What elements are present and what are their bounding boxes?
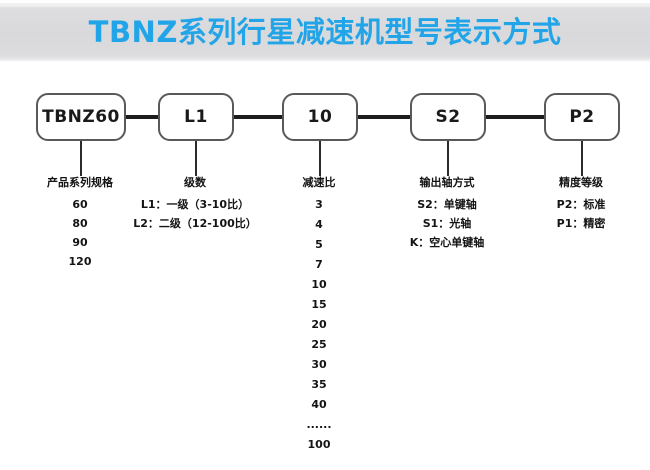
legend-item-output-shaft-1: S1：光轴 xyxy=(422,217,472,230)
code-box-precision[interactable]: P2 xyxy=(544,93,620,141)
legend-item-ratio-9: 35 xyxy=(311,378,327,391)
legend-item-ratio-4: 10 xyxy=(311,278,327,291)
legend-column-precision: 精度等级 P2：标准 P1：精密 xyxy=(521,176,641,233)
connector-box4-box5 xyxy=(486,115,544,119)
code-box-series-label: TBNZ60 xyxy=(42,107,120,127)
stem-output-shaft xyxy=(447,141,449,176)
legend-item-stages-0: L1：一级（3-10比） xyxy=(140,198,250,211)
legend-item-ratio-5: 15 xyxy=(311,298,327,311)
stem-precision xyxy=(581,141,583,176)
legend-title-output-shaft: 输出轴方式 xyxy=(419,176,475,189)
page-title: TBNZ系列行星减速机型号表示方式 xyxy=(88,15,562,49)
legend-item-series-3: 120 xyxy=(68,255,92,268)
legend-item-precision-0: P2：标准 xyxy=(556,198,606,211)
code-box-output-shaft[interactable]: S2 xyxy=(410,93,486,141)
legend-item-ratio-1: 4 xyxy=(315,218,323,231)
code-box-precision-label: P2 xyxy=(569,107,595,127)
legend-item-ratio-3: 7 xyxy=(315,258,323,271)
legend-item-output-shaft-2: K：空心单键轴 xyxy=(409,236,485,249)
legend-title-ratio: 减速比 xyxy=(302,176,336,189)
legend-item-ratio-2: 5 xyxy=(315,238,323,251)
code-box-stages-label: L1 xyxy=(184,107,208,127)
connector-box1-box2 xyxy=(126,115,158,119)
code-box-stages[interactable]: L1 xyxy=(158,93,234,141)
model-code-diagram: TBNZ60 L1 10 S2 P2 产品系列规格 60 80 90 120 级… xyxy=(0,64,650,470)
legend-title-precision: 精度等级 xyxy=(559,176,603,189)
legend-item-ratio-8: 30 xyxy=(311,358,327,371)
stem-stages xyxy=(195,141,197,176)
stem-series xyxy=(80,141,82,176)
legend-column-output-shaft: 输出轴方式 S2：单键轴 S1：光轴 K：空心单键轴 xyxy=(382,176,512,252)
legend-item-ratio-7: 25 xyxy=(311,338,327,351)
header-banner: TBNZ系列行星减速机型号表示方式 xyxy=(0,0,650,64)
legend-column-ratio: 减速比 3 4 5 7 10 15 20 25 30 35 40 ...... … xyxy=(264,176,374,455)
connector-box2-box3 xyxy=(234,115,282,119)
code-box-output-shaft-label: S2 xyxy=(435,107,461,127)
legend-title-stages: 级数 xyxy=(184,176,206,189)
legend-column-stages: 级数 L1：一级（3-10比） L2：二级（12-100比） xyxy=(120,176,270,233)
code-box-series[interactable]: TBNZ60 xyxy=(36,93,126,141)
legend-item-series-2: 90 xyxy=(72,236,88,249)
code-box-ratio-label: 10 xyxy=(307,107,333,127)
legend-item-ratio-11: ...... xyxy=(306,418,332,431)
connector-box3-box4 xyxy=(358,115,410,119)
legend-item-series-1: 80 xyxy=(72,217,88,230)
legend-item-ratio-12: 100 xyxy=(307,438,331,451)
legend-item-ratio-0: 3 xyxy=(315,198,323,211)
legend-item-ratio-6: 20 xyxy=(311,318,327,331)
legend-column-series: 产品系列规格 60 80 90 120 xyxy=(20,176,140,271)
legend-title-series: 产品系列规格 xyxy=(47,176,113,189)
legend-item-output-shaft-0: S2：单键轴 xyxy=(417,198,477,211)
legend-item-ratio-10: 40 xyxy=(311,398,327,411)
legend-item-series-0: 60 xyxy=(72,198,88,211)
code-box-ratio[interactable]: 10 xyxy=(282,93,358,141)
legend-item-precision-1: P1：精密 xyxy=(556,217,606,230)
legend-item-stages-1: L2：二级（12-100比） xyxy=(133,217,257,230)
stem-ratio xyxy=(319,141,321,176)
